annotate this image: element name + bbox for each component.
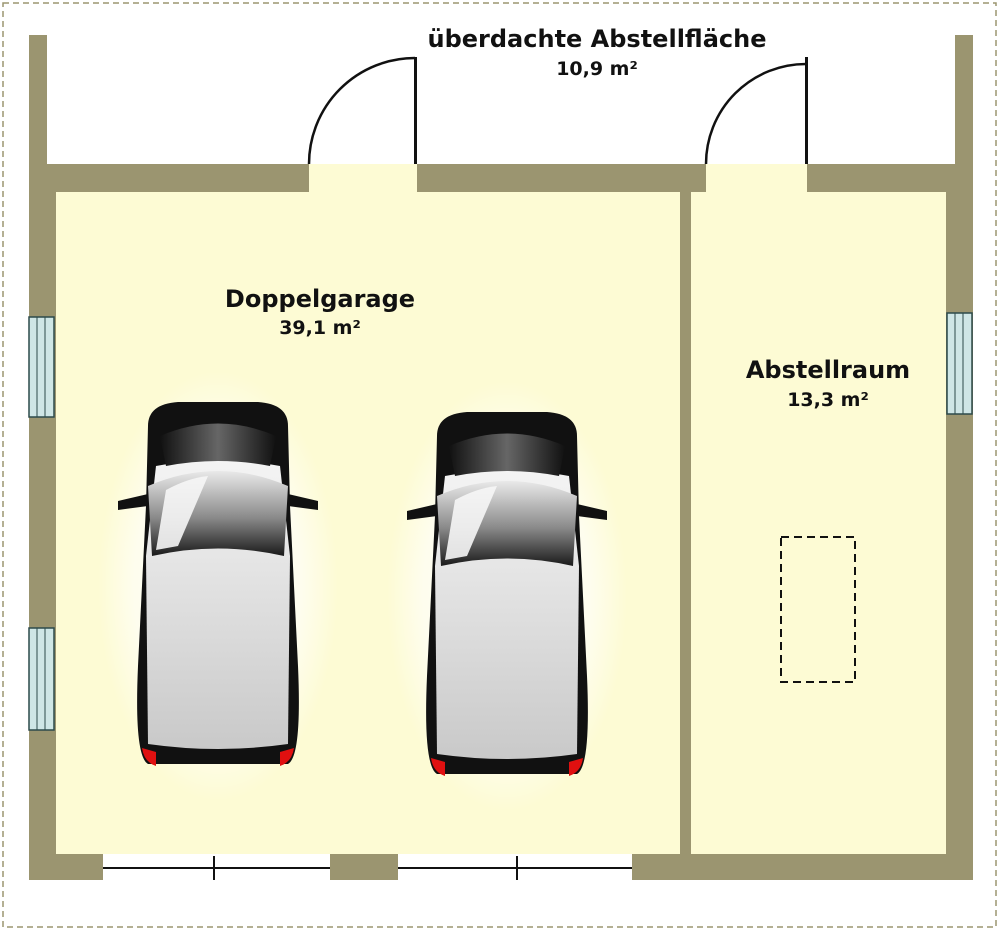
wall-top-middle bbox=[417, 164, 706, 192]
garage-door-left bbox=[103, 856, 330, 880]
wall-right bbox=[946, 164, 973, 880]
wall-top-right bbox=[807, 164, 973, 192]
wall-right-upper bbox=[955, 35, 973, 192]
car-left bbox=[98, 371, 338, 801]
storage-floor bbox=[691, 190, 946, 854]
door-post-left bbox=[414, 57, 417, 164]
wall-partition bbox=[680, 164, 691, 880]
door-post-right bbox=[805, 57, 808, 164]
window-right bbox=[946, 312, 973, 415]
garage-name: Doppelgarage bbox=[225, 285, 415, 313]
walls bbox=[29, 35, 973, 880]
storage-floor-marking bbox=[780, 536, 856, 683]
door-swing-right bbox=[704, 62, 807, 165]
wall-bottom-middle bbox=[330, 854, 398, 880]
storage-name: Abstellraum bbox=[746, 356, 910, 384]
window-left-lower bbox=[28, 627, 55, 731]
wall-bottom-right bbox=[632, 854, 973, 880]
car-right bbox=[387, 381, 627, 811]
window-left-upper bbox=[28, 316, 55, 418]
wall-left bbox=[29, 164, 56, 880]
garage-area: 39,1 m² bbox=[279, 317, 361, 339]
wall-top-left bbox=[29, 164, 309, 192]
door-threshold-left bbox=[309, 164, 417, 192]
wall-left-upper bbox=[29, 35, 47, 192]
storage-area: 13,3 m² bbox=[787, 389, 869, 411]
door-threshold-right bbox=[706, 164, 807, 192]
garage-door-right bbox=[398, 856, 632, 880]
carport-name: überdachte Abstellfläche bbox=[428, 25, 767, 53]
carport-area: 10,9 m² bbox=[556, 58, 638, 80]
door-swing-left bbox=[307, 56, 416, 165]
wall-bottom-left bbox=[29, 854, 103, 880]
